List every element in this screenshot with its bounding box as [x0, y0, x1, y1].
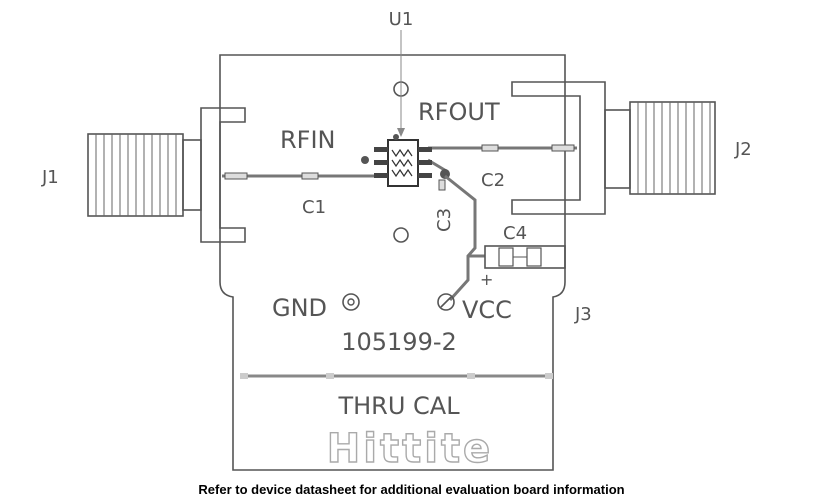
- rfout-label: RFOUT: [418, 98, 500, 126]
- vcc-label: VCC: [462, 296, 512, 324]
- rfout-trace: [427, 144, 577, 174]
- c4-capacitor: [484, 245, 566, 269]
- rfin-label: RFIN: [280, 126, 336, 154]
- j2-label: J2: [734, 139, 752, 160]
- thru-cal-line: [240, 373, 553, 379]
- c3-label: C3: [434, 208, 455, 232]
- bias-trace: [438, 169, 485, 302]
- u1-label: U1: [389, 9, 414, 30]
- u1-chip: [361, 30, 432, 187]
- plus-label: +: [480, 270, 493, 289]
- c2-label: C2: [481, 170, 505, 191]
- board-outline: [219, 54, 566, 471]
- j2-connector: [511, 81, 716, 215]
- j1-label: J1: [41, 167, 59, 188]
- j1-connector: [87, 107, 246, 243]
- gnd-label: GND: [272, 294, 327, 322]
- vcc-terminal: [437, 293, 455, 311]
- gnd-terminal: [342, 293, 360, 311]
- hittite-logo: Hittite: [327, 426, 493, 472]
- c4-label: C4: [503, 223, 527, 244]
- mounting-hole-bottom: [393, 227, 409, 243]
- thru-cal-label: THRU CAL: [337, 392, 460, 420]
- c1-label: C1: [302, 197, 326, 218]
- rfin-trace: [222, 172, 385, 180]
- caption: Refer to device datasheet for additional…: [198, 482, 625, 497]
- j3-label: J3: [574, 304, 592, 325]
- part-number-label: 105199-2: [341, 328, 457, 356]
